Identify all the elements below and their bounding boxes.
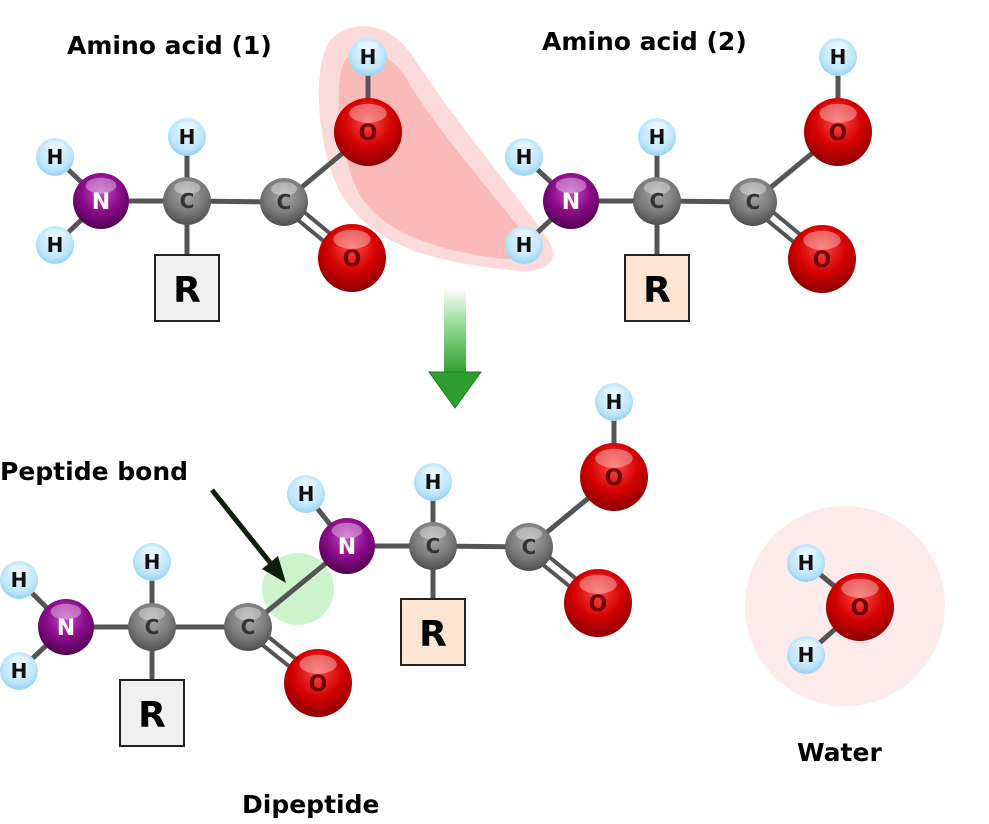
carbon-atom: C bbox=[224, 603, 272, 651]
nitrogen-atom: N bbox=[73, 173, 129, 229]
amino-acid-2-label: Amino acid (2) bbox=[542, 27, 747, 56]
atom-symbol: O bbox=[851, 596, 870, 621]
atom-symbol: C bbox=[426, 534, 441, 558]
r-group-box: R bbox=[154, 254, 220, 322]
oxygen-atom: O bbox=[804, 98, 872, 166]
hydrogen-atom: H bbox=[787, 544, 825, 582]
hydrogen-atom: H bbox=[787, 636, 825, 674]
hydrogen-atom: H bbox=[287, 475, 325, 513]
hydrogen-atom: H bbox=[595, 383, 633, 421]
atom-symbol: C bbox=[180, 189, 195, 213]
hydrogen-atom: H bbox=[133, 543, 171, 581]
r-group-box: R bbox=[119, 679, 185, 747]
atom-symbol: O bbox=[605, 466, 624, 491]
atom-symbol: N bbox=[92, 190, 110, 215]
atom-symbol: H bbox=[144, 550, 161, 574]
dipeptide-label: Dipeptide bbox=[242, 790, 380, 819]
r-group-box: R bbox=[624, 254, 690, 322]
atom-symbol: C bbox=[522, 535, 537, 559]
atom-symbol: H bbox=[516, 145, 533, 169]
atom-symbol: O bbox=[829, 121, 848, 146]
r-group-symbol: R bbox=[173, 270, 201, 311]
atom-symbol: N bbox=[562, 190, 580, 215]
water-removal-highlight bbox=[318, 26, 553, 272]
atom-symbol: C bbox=[241, 615, 256, 639]
hydrogen-atom: H bbox=[36, 226, 74, 264]
nitrogen-atom: N bbox=[38, 599, 94, 655]
hydrogen-atom: H bbox=[414, 463, 452, 501]
atom-symbol: H bbox=[179, 125, 196, 149]
hydrogen-atom: H bbox=[36, 138, 74, 176]
peptide-bond-label: Peptide bond bbox=[0, 457, 189, 486]
hydrogen-atom: H bbox=[505, 138, 543, 176]
oxygen-atom: O bbox=[284, 649, 352, 717]
hydrogen-atom: H bbox=[0, 561, 38, 599]
oxygen-atom: O bbox=[788, 225, 856, 293]
atom-symbol: H bbox=[798, 551, 815, 575]
atom-symbol: O bbox=[813, 248, 832, 273]
atom-symbol: O bbox=[309, 672, 328, 697]
atom-symbol: N bbox=[57, 616, 75, 641]
r-group-symbol: R bbox=[419, 614, 447, 655]
atom-symbol: O bbox=[589, 592, 608, 617]
atom-symbol: H bbox=[830, 45, 847, 69]
carbon-atom: C bbox=[128, 603, 176, 651]
oxygen-atom: O bbox=[580, 443, 648, 511]
atom-symbol: H bbox=[298, 482, 315, 506]
reaction-arrow bbox=[428, 288, 482, 409]
atom-symbol: C bbox=[650, 189, 665, 213]
carbon-atom: C bbox=[409, 522, 457, 570]
carbon-atom: C bbox=[729, 178, 777, 226]
oxygen-atom: O bbox=[564, 569, 632, 637]
atom-symbol: H bbox=[649, 125, 666, 149]
oxygen-atom: O bbox=[334, 98, 402, 166]
hydrogen-atom: H bbox=[168, 118, 206, 156]
atom-symbol: C bbox=[746, 190, 761, 214]
hydrogen-atom: H bbox=[0, 652, 38, 690]
carbon-atom: C bbox=[163, 177, 211, 225]
atom-symbol: H bbox=[47, 145, 64, 169]
water-label: Water bbox=[797, 738, 882, 767]
atom-symbol: H bbox=[516, 233, 533, 257]
side-chains-layer: R R R R bbox=[119, 254, 690, 747]
hydrogen-atom: H bbox=[819, 38, 857, 76]
atom-symbol: H bbox=[11, 659, 28, 683]
atom-symbol: O bbox=[359, 121, 378, 146]
atom-symbol: C bbox=[145, 615, 160, 639]
atom-symbol: N bbox=[338, 535, 356, 560]
r-group-box: R bbox=[400, 598, 466, 666]
carbon-atom: C bbox=[505, 523, 553, 571]
hydrogen-atom: H bbox=[349, 38, 387, 76]
r-group-symbol: R bbox=[138, 695, 166, 736]
atom-symbol: H bbox=[11, 568, 28, 592]
atom-symbol: O bbox=[343, 247, 362, 272]
hydrogen-atom: H bbox=[505, 226, 543, 264]
atom-symbol: H bbox=[606, 390, 623, 414]
atom-symbol: H bbox=[47, 233, 64, 257]
atom-symbol: H bbox=[425, 470, 442, 494]
nitrogen-atom: N bbox=[543, 173, 599, 229]
atom-symbol: C bbox=[277, 190, 292, 214]
nitrogen-atom: N bbox=[319, 518, 375, 574]
carbon-atom: C bbox=[633, 177, 681, 225]
atom-symbol: H bbox=[798, 643, 815, 667]
hydrogen-atom: H bbox=[638, 118, 676, 156]
atoms-layer: H H H H N C C O O H H H H N C C O O H H H H H H N C C O N C C O O H H O bbox=[0, 38, 894, 717]
oxygen-atom: O bbox=[318, 224, 386, 292]
carbon-atom: C bbox=[260, 178, 308, 226]
peptide-bond-pointer bbox=[210, 488, 286, 583]
amino-acid-1-label: Amino acid (1) bbox=[67, 31, 272, 60]
oxygen-atom: O bbox=[826, 573, 894, 641]
atom-symbol: H bbox=[360, 45, 377, 69]
r-group-symbol: R bbox=[643, 270, 671, 311]
